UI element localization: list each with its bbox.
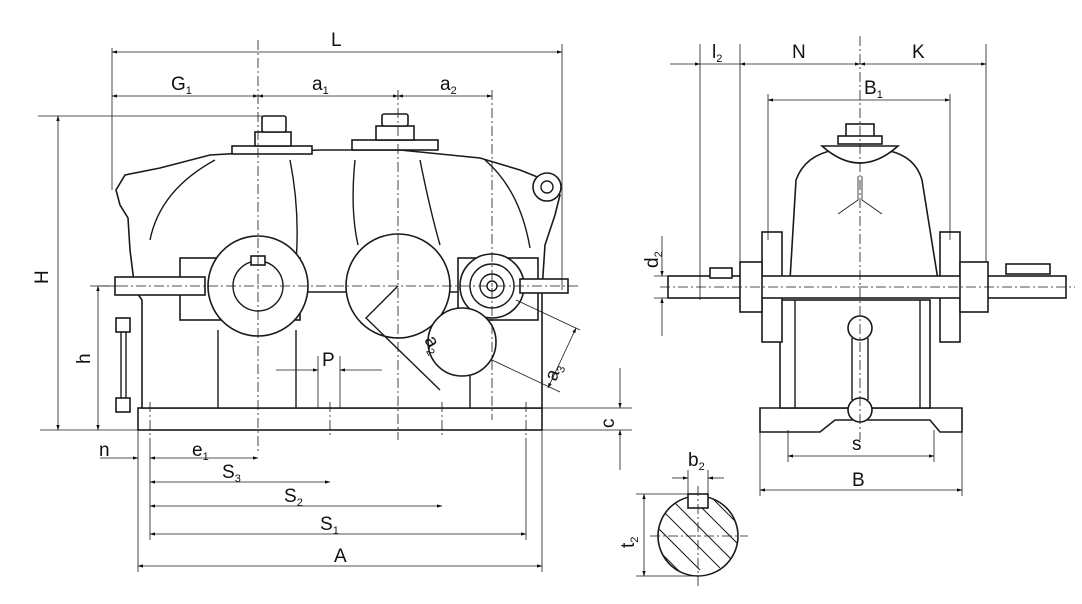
label-N: N: [792, 42, 806, 63]
rib-left: [149, 159, 216, 241]
label-a1: a1: [312, 74, 329, 97]
lifting-eye-hole: [540, 180, 554, 194]
rib-mid2: [352, 159, 359, 246]
oil-gauge-bottom: [115, 397, 131, 413]
label-B: B: [852, 470, 865, 491]
label-B1: B1: [864, 78, 883, 101]
vent-1-cap: [261, 115, 287, 133]
label-K: K: [912, 42, 925, 63]
label-a3: a3: [541, 361, 568, 385]
base-plate: [137, 407, 543, 431]
bevel-boss: [427, 307, 497, 377]
label-A: A: [334, 546, 347, 567]
label-h: h: [74, 353, 95, 364]
label-c: c: [598, 419, 619, 429]
label-G1: G1: [171, 74, 192, 97]
rib-mid3: [419, 159, 441, 246]
key-left: [709, 267, 733, 279]
cover-1: [231, 145, 313, 155]
label-t2: t2: [618, 537, 641, 548]
vent-2: [375, 125, 415, 141]
label-d2: d2: [642, 251, 665, 268]
label-b2: b2: [688, 450, 705, 473]
label-H: H: [32, 270, 53, 284]
vent-2-cap: [381, 113, 409, 127]
front-view: [100, 40, 580, 452]
label-P: P: [322, 350, 335, 371]
cover-2: [351, 139, 439, 151]
side-view: [660, 36, 1075, 440]
label-L: L: [331, 30, 342, 51]
vent-1: [254, 131, 292, 147]
key-right: [1005, 263, 1051, 275]
side-lower-body: [779, 299, 931, 409]
label-S2: S2: [284, 486, 303, 509]
ext-a3-1: [515, 299, 581, 331]
side-dimensions: [654, 44, 987, 496]
label-S1: S1: [320, 514, 339, 537]
side-inner-detail: [837, 176, 883, 215]
dim-a3: [547, 327, 577, 389]
label-n: n: [99, 440, 110, 461]
label-l2: l2: [712, 42, 722, 65]
label-a2: a2: [440, 74, 457, 97]
a2-diag-leader: [365, 285, 441, 391]
oil-gauge-top: [115, 317, 131, 333]
front-dimensions: [38, 44, 632, 572]
shaft-section: [636, 470, 748, 586]
label-e1: e1: [192, 440, 209, 463]
label-S3: S3: [222, 462, 241, 485]
lifting-eye: [532, 172, 562, 202]
side-cap: [819, 145, 901, 164]
label-s: s: [852, 434, 862, 455]
rib-mid1: [289, 159, 298, 263]
side-upper-body: [789, 149, 939, 281]
